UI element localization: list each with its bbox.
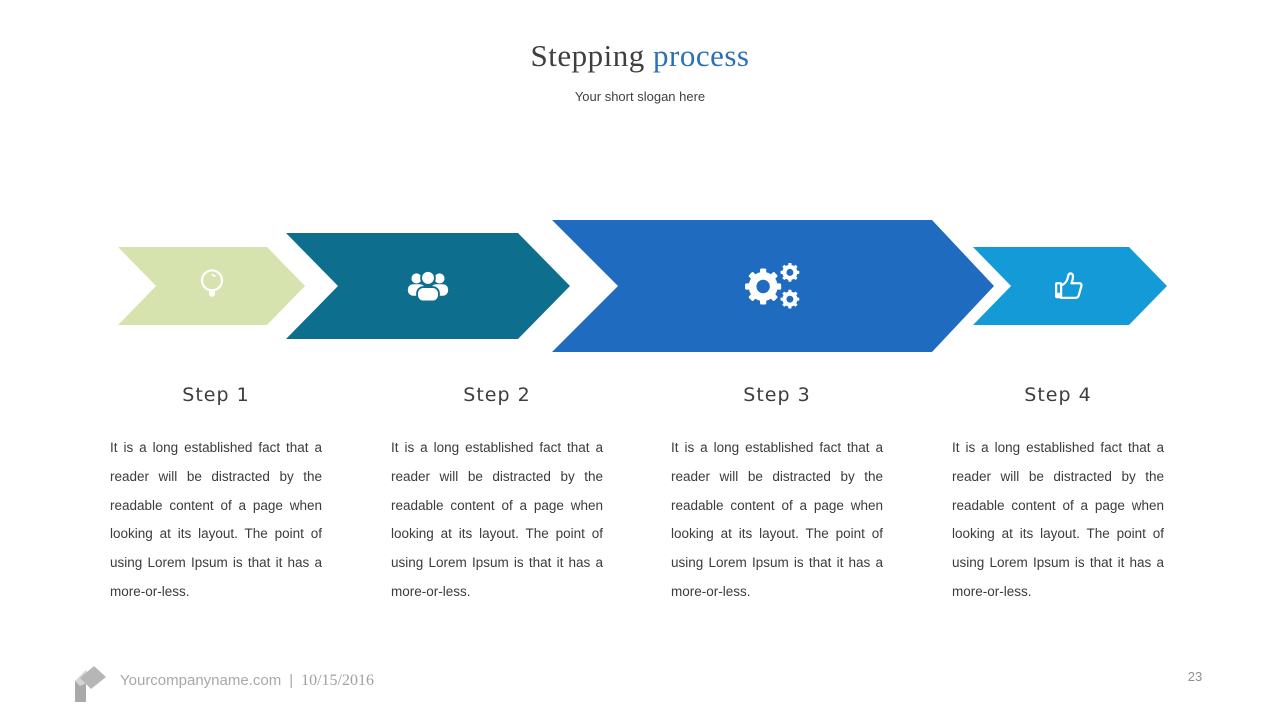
footer: Yourcompanyname.com | 10/15/2016	[120, 672, 374, 690]
thumbs-up-icon	[1050, 268, 1090, 304]
page-subtitle: Your short slogan here	[574, 89, 706, 104]
step-arrow-3	[552, 220, 994, 352]
company-logo-icon	[66, 660, 108, 702]
step-column-2: Step 2 It is a long established fact tha…	[391, 384, 603, 607]
step-arrow-2	[286, 233, 570, 339]
footer-separator: |	[289, 672, 294, 689]
footer-company: Yourcompanyname.com	[120, 672, 282, 689]
step-title-2: Step 2	[463, 384, 531, 406]
step-title-4: Step 4	[1024, 384, 1092, 406]
step-column-4: Step 4 It is a long established fact tha…	[952, 384, 1164, 607]
page-title: Stepping process	[0, 38, 1280, 74]
step-column-1: Step 1 It is a long established fact tha…	[110, 384, 322, 607]
users-icon	[405, 268, 451, 305]
title-accent: process	[653, 38, 750, 73]
lightbulb-icon	[197, 266, 227, 306]
step-description-4: It is a long established fact that a rea…	[952, 440, 1164, 599]
step-description-3: It is a long established fact that a rea…	[671, 440, 883, 599]
title-primary: Stepping	[530, 38, 645, 73]
step-arrow-1	[118, 247, 305, 325]
step-column-3: Step 3 It is a long established fact tha…	[671, 384, 883, 607]
gears-icon	[742, 261, 804, 312]
footer-date: 10/15/2016	[301, 672, 374, 689]
page-number: 23	[1187, 669, 1203, 684]
step-title-3: Step 3	[743, 384, 811, 406]
step-description-1: It is a long established fact that a rea…	[110, 440, 322, 599]
step-description-2: It is a long established fact that a rea…	[391, 440, 603, 599]
step-arrow-4	[973, 247, 1167, 325]
step-title-1: Step 1	[182, 384, 250, 406]
